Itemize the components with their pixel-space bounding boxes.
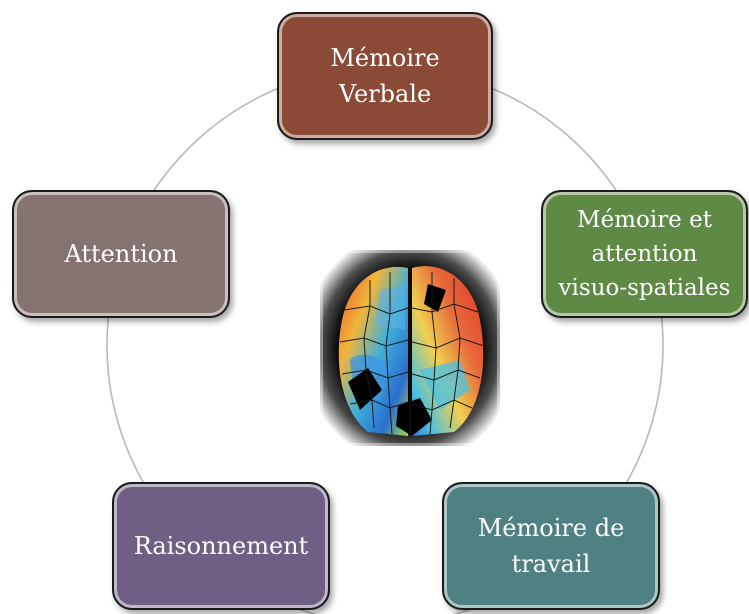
node-memoire-de-travail: Mémoire de travail	[442, 482, 660, 610]
node-label-line: Verbale	[338, 80, 432, 108]
brain-map-image	[320, 250, 500, 446]
node-label: Attention	[64, 236, 177, 272]
node-label-line: Raisonnement	[133, 532, 309, 560]
node-raisonnement: Raisonnement	[112, 482, 330, 610]
node-attention: Attention	[12, 190, 230, 318]
node-memoire-verbale: Mémoire Verbale	[277, 12, 493, 140]
node-label: Raisonnement	[134, 528, 309, 564]
node-label: Mémoire et attention visuo-spatiales	[559, 203, 731, 305]
node-label-line: Mémoire de	[477, 514, 625, 542]
node-memoire-attention-visuo-spatiales: Mémoire et attention visuo-spatiales	[541, 190, 748, 318]
node-label: Mémoire Verbale	[330, 40, 439, 112]
node-label-line: Attention	[64, 240, 178, 268]
node-label-line: Mémoire	[330, 44, 440, 72]
node-label-line: travail	[511, 550, 591, 578]
node-label-line: attention	[591, 241, 698, 267]
brain-icon	[320, 250, 500, 446]
node-label-line: Mémoire et	[577, 207, 712, 233]
node-label-line: visuo-spatiales	[558, 275, 731, 301]
node-label: Mémoire de travail	[478, 510, 625, 582]
